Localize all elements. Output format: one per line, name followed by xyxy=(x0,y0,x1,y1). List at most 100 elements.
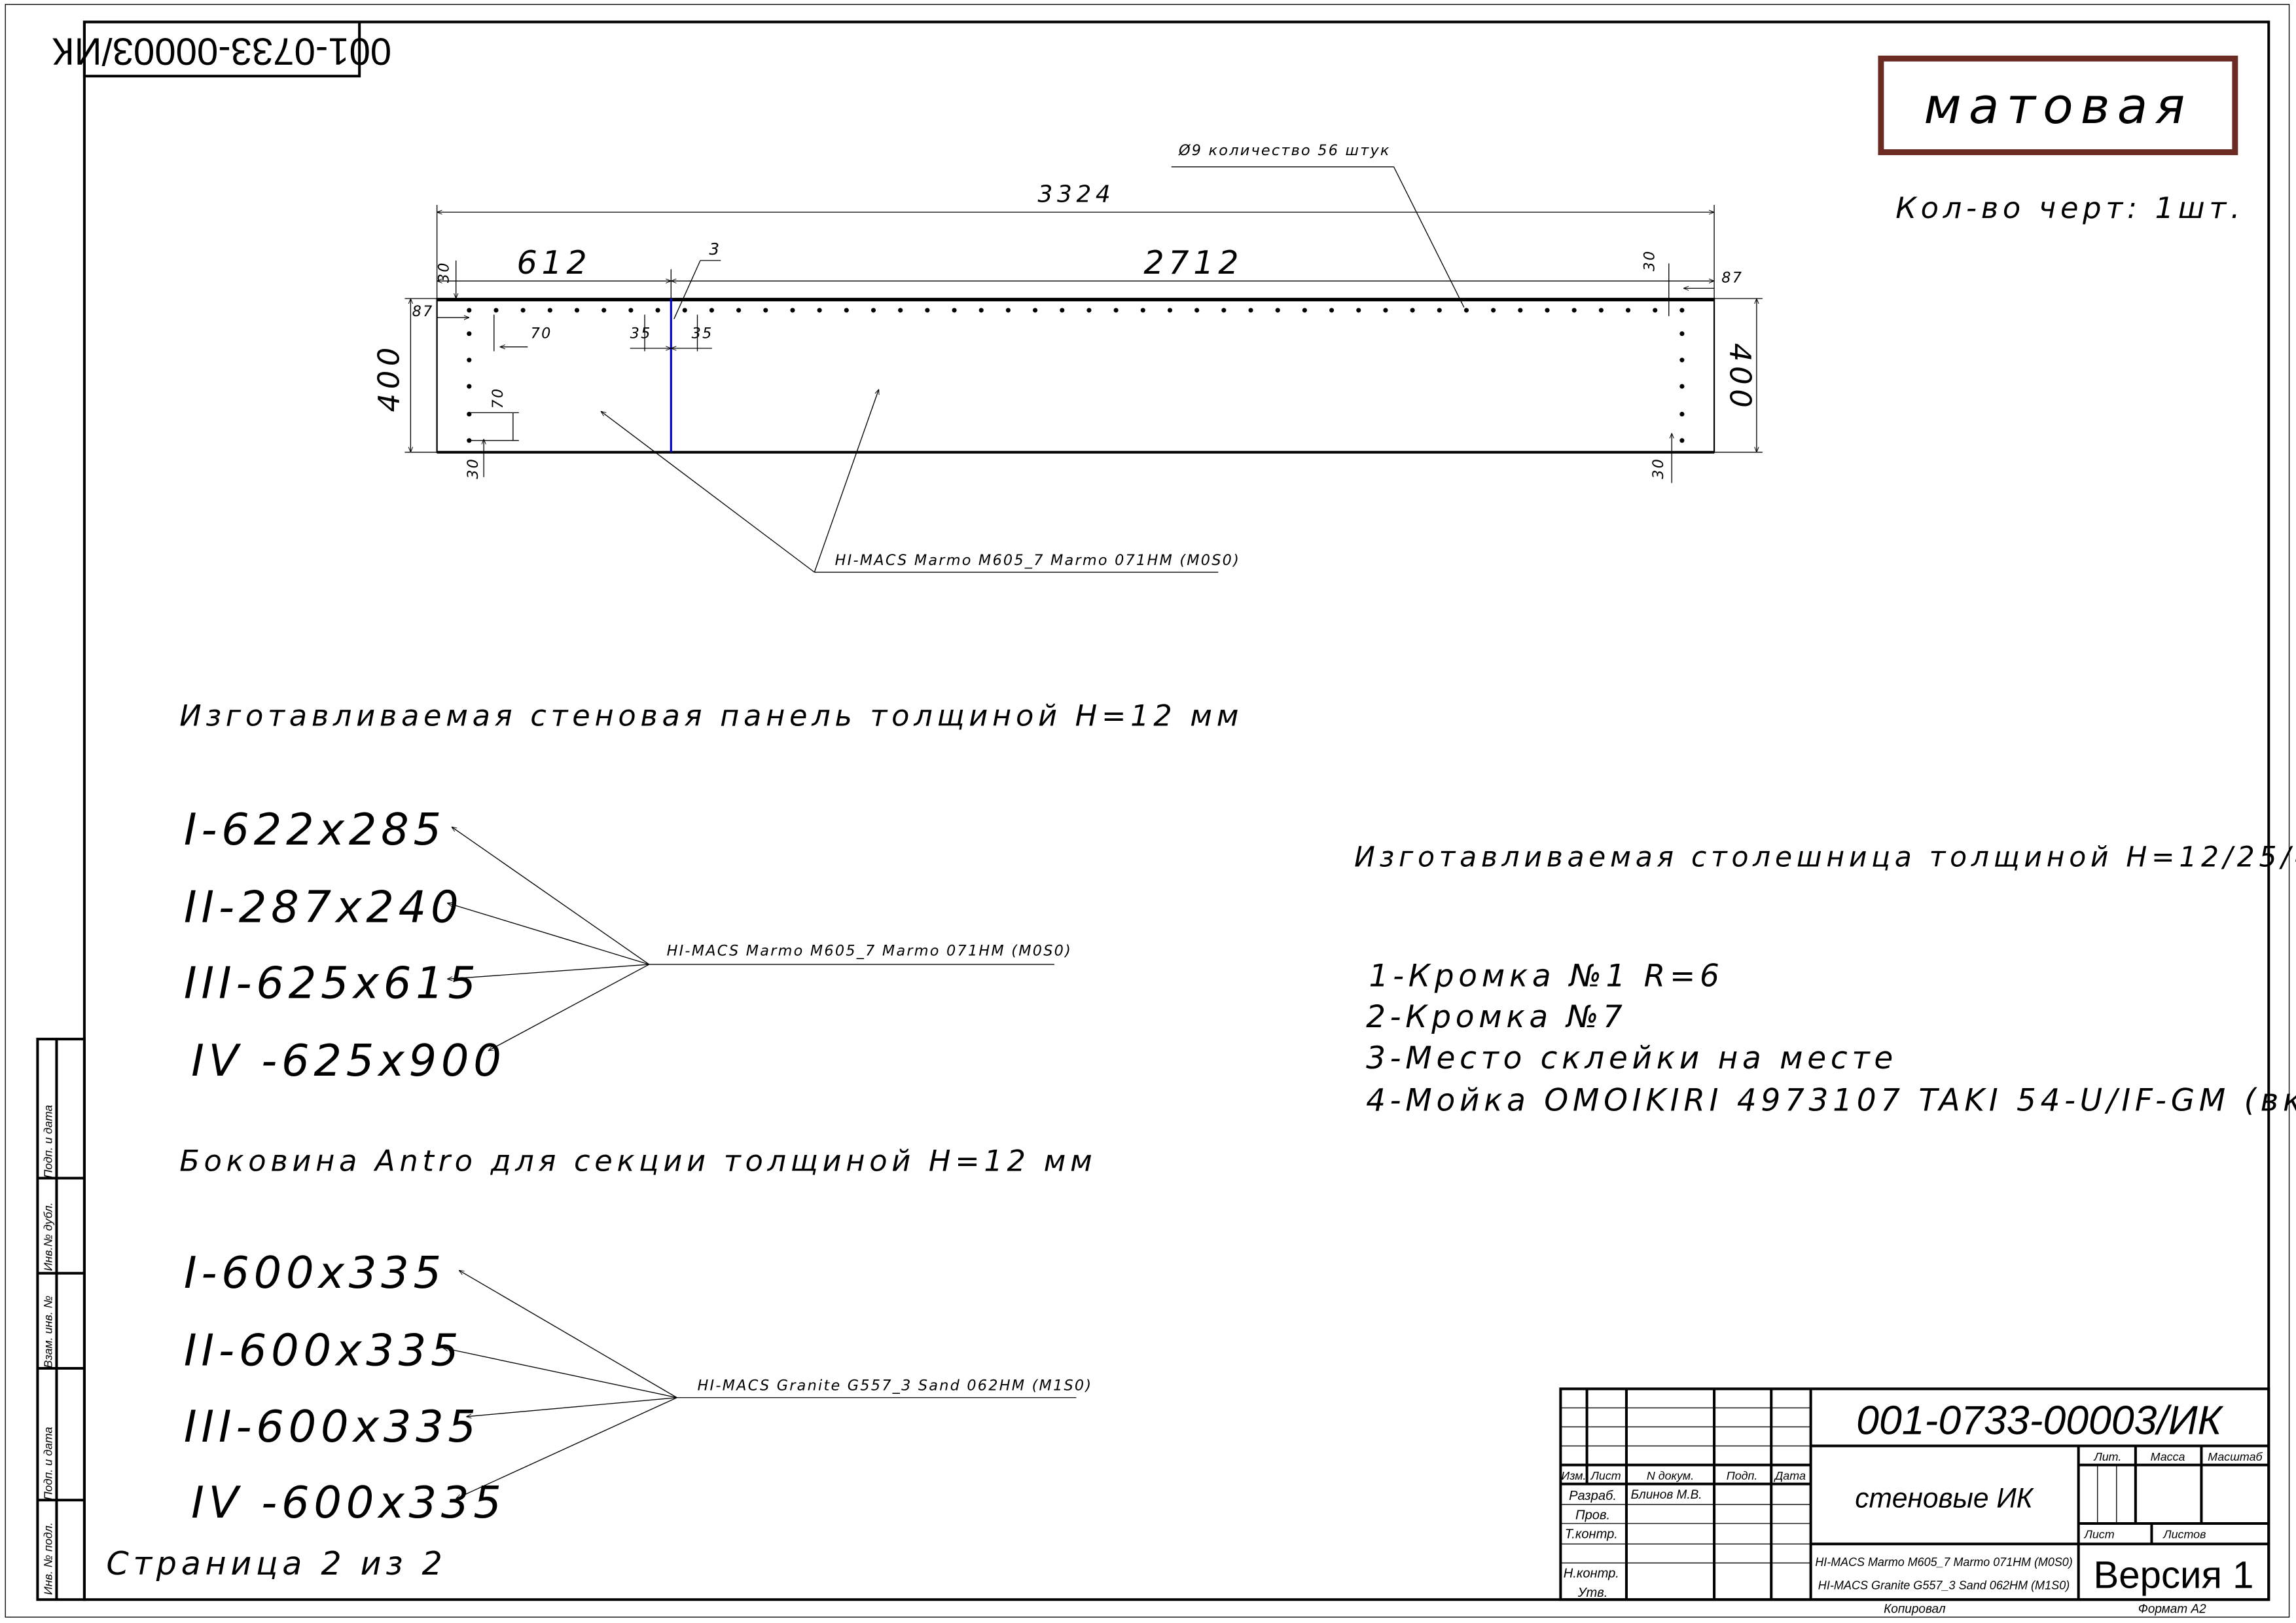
side-panel-item: IV -600x335 xyxy=(191,1477,506,1528)
side-panel-item: III-600x335 xyxy=(184,1401,480,1452)
holes-note: Ø9 количество 56 штук xyxy=(1178,142,1391,159)
dim-total: 3324 xyxy=(1038,181,1115,208)
strip-label: Подп. и дата xyxy=(42,1427,55,1500)
dim-gap: 3 xyxy=(709,240,723,259)
doc-number: 001-0733-00003/ИК xyxy=(1856,1398,2223,1444)
side-panel-item: II-600x335 xyxy=(184,1325,463,1376)
dim-height-left: 400 xyxy=(372,343,406,412)
hole xyxy=(520,308,526,313)
dim-35-b: 35 xyxy=(692,325,713,342)
role-label: Н.контр. xyxy=(1564,1567,1619,1581)
hole xyxy=(682,308,687,313)
hole xyxy=(952,308,957,313)
hole xyxy=(1653,308,1658,313)
hole xyxy=(1167,308,1173,313)
note-item: 1-Кромка №1 R=6 xyxy=(1369,958,1724,994)
side-panel-list: I-600x335 II-600x335 III-600x335 IV -600… xyxy=(184,1247,1093,1528)
dim-30-bottom-right: 30 xyxy=(1650,458,1667,479)
page-label: Страница 2 из 2 xyxy=(106,1544,446,1582)
hole xyxy=(655,308,660,313)
hole xyxy=(1060,308,1065,313)
mass-label: Масса xyxy=(2151,1450,2185,1463)
side-panel-material: HI-MACS Granite G557_3 Sand 062HM (M1S0) xyxy=(698,1377,1093,1395)
side-panel-heading: Боковина Antro для секции толщиной H=12 … xyxy=(179,1144,1096,1178)
dim-87-left: 87 xyxy=(412,303,434,320)
dim-35-a: 35 xyxy=(630,325,652,342)
wall-panel-item: III-625x615 xyxy=(184,958,480,1009)
hole xyxy=(1410,308,1415,313)
dim-87-right: 87 xyxy=(1721,269,1743,286)
strip-label: Подп. и дата xyxy=(42,1105,55,1178)
strip-label: Взам. инв. № xyxy=(42,1296,55,1368)
role-label: Утв. xyxy=(1577,1586,1608,1600)
hole xyxy=(898,308,903,313)
wall-panel-item: I-622x285 xyxy=(184,804,446,855)
left-strip: Подп. и дата Инв.№ дубл. Взам. инв. № По… xyxy=(36,1038,86,1601)
hole xyxy=(601,308,607,313)
hole xyxy=(1625,308,1631,313)
material-line: HI-MACS Granite G557_3 Sand 062HM (M1S0) xyxy=(1818,1578,2070,1592)
col-header: Лист xyxy=(1590,1469,1621,1482)
scale-label: Масштаб xyxy=(2208,1450,2263,1463)
sheet-label: Лист xyxy=(2084,1527,2115,1541)
col-header: N докум. xyxy=(1647,1469,1694,1482)
hole xyxy=(790,308,795,313)
title-block: 001-0733-00003/ИК стеновые ИК Изм. Лист … xyxy=(1559,1387,2270,1616)
wall-panel-material: HI-MACS Marmo M605_7 Marmo 071HM (M0S0) xyxy=(667,943,1072,960)
dim-70-horizontal: 70 xyxy=(531,325,552,342)
finish-label: матовая xyxy=(1924,77,2192,135)
hole xyxy=(1679,357,1685,363)
hole xyxy=(467,331,472,337)
role-label: Т.контр. xyxy=(1565,1527,1618,1541)
hole xyxy=(467,384,472,389)
strip-label: Инв.№ дубл. xyxy=(42,1202,55,1271)
hole xyxy=(817,308,822,313)
top-stamp: 001-0733-00003/ИК xyxy=(52,20,391,78)
hole xyxy=(467,357,472,363)
hole xyxy=(1437,308,1442,313)
format-label: Формат А2 xyxy=(2138,1602,2206,1616)
hole xyxy=(1140,308,1145,313)
lit-label: Лит. xyxy=(2093,1450,2121,1463)
hole xyxy=(1679,384,1685,389)
hole xyxy=(709,308,714,313)
outer-border xyxy=(5,4,2290,1618)
hole xyxy=(1113,308,1119,313)
note-item: 3-Место склейки на месте xyxy=(1366,1040,1897,1076)
panel-material-label: HI-MACS Marmo M605_7 Marmo 071HM (M0S0) xyxy=(835,552,1240,569)
hole xyxy=(978,308,984,313)
hole xyxy=(1491,308,1496,313)
developer-name: Блинов М.В. xyxy=(1631,1488,1702,1502)
col-header: Подп. xyxy=(1727,1469,1758,1482)
col-header: Изм. xyxy=(1561,1469,1586,1482)
wall-panel-list: I-622x285 II-287x240 III-625x615 IV -625… xyxy=(184,804,1072,1086)
count-note: Кол-во черт: 1шт. xyxy=(1895,191,2244,225)
dim-70-vertical: 70 xyxy=(490,388,507,409)
inner-frame xyxy=(82,20,2270,1601)
panel-drawing: 3324 612 2712 3 400 400 30 87 70 35 35 xyxy=(372,142,1763,573)
wall-panel-item: II-287x240 xyxy=(184,881,463,932)
hole xyxy=(870,308,876,313)
note-item: 4-Мойка OMOIKIRI 4973107 TAKI 54-U/IF-GM… xyxy=(1366,1083,2296,1119)
copied-label: Копировал xyxy=(1884,1602,1946,1616)
hole xyxy=(763,308,768,313)
wall-panel-item: IV -625x900 xyxy=(191,1035,506,1086)
role-label: Пров. xyxy=(1575,1508,1610,1522)
hole xyxy=(1518,308,1523,313)
hole xyxy=(467,308,472,313)
hole xyxy=(1248,308,1253,313)
role-label: Разраб. xyxy=(1569,1489,1617,1503)
sheets-label: Листов xyxy=(2162,1527,2206,1541)
dim-30-bottom-left: 30 xyxy=(465,458,482,479)
hole xyxy=(736,308,742,313)
strip-label: Инв. № подл. xyxy=(42,1522,55,1595)
hole xyxy=(1545,308,1550,313)
hole xyxy=(547,308,552,313)
finish-box: матовая xyxy=(1878,55,2238,155)
panel-outline xyxy=(436,297,1715,453)
holes xyxy=(467,308,1685,443)
hole xyxy=(925,308,930,313)
hole xyxy=(1086,308,1092,313)
hole xyxy=(1571,308,1577,313)
